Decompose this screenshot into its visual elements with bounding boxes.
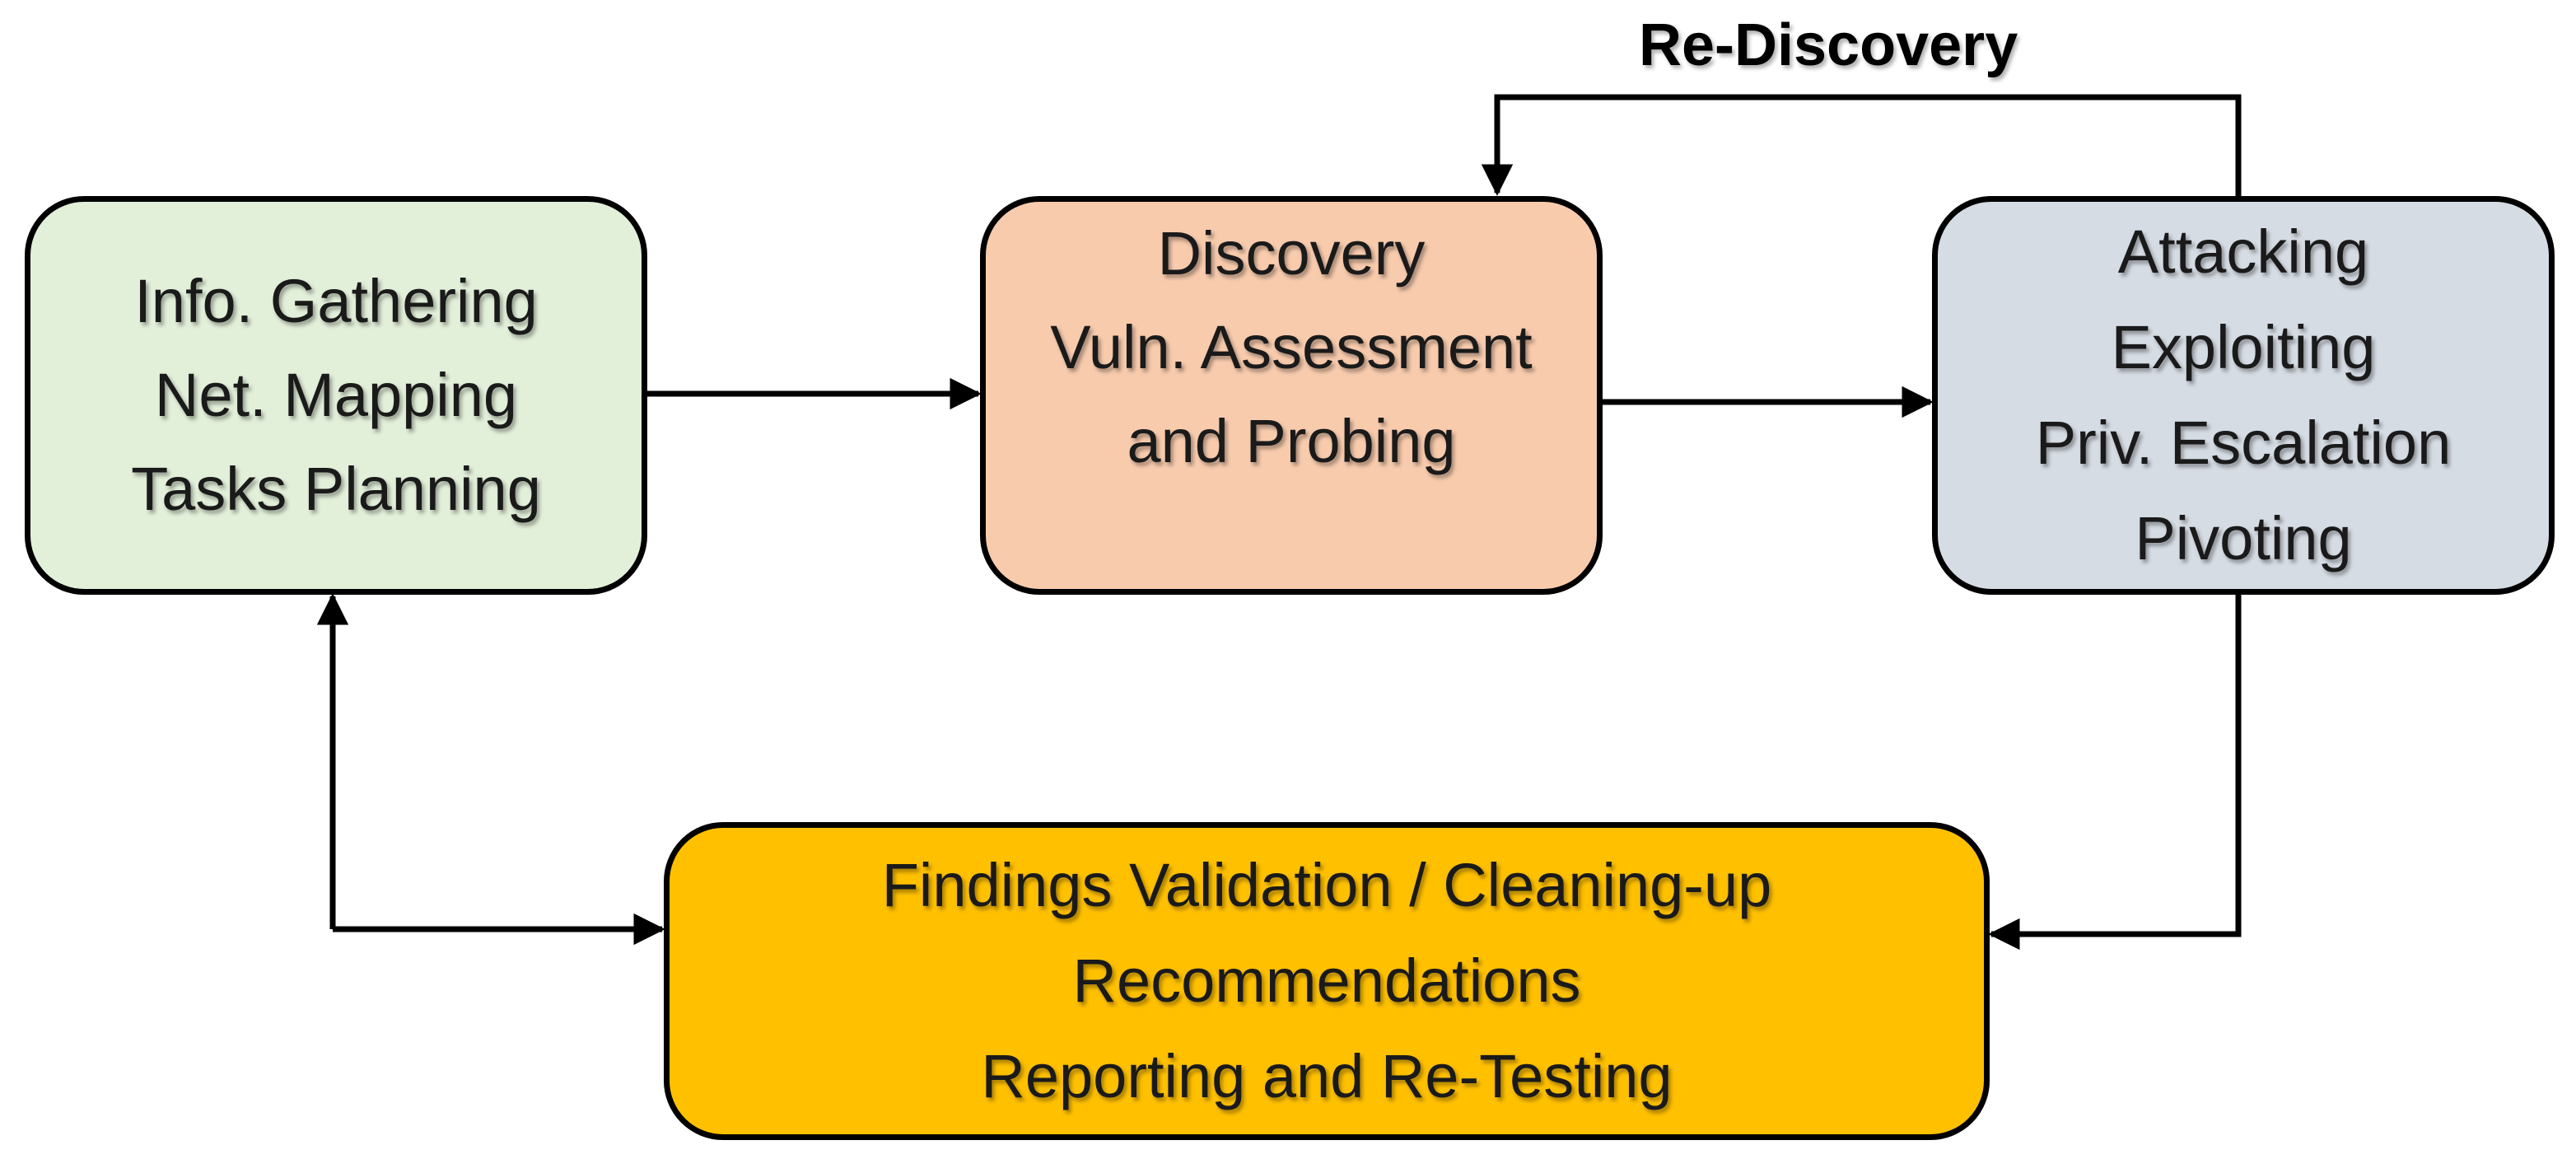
info-gathering-box: Info. Gathering Net. Mapping Tasks Plann… bbox=[25, 196, 647, 595]
discovery-box: Discovery Vuln. Assessment and Probing bbox=[980, 196, 1603, 595]
rediscovery-label: Re-Discovery bbox=[1639, 12, 2018, 78]
box-line: Priv. Escalation bbox=[2035, 409, 2452, 477]
box-line: and Probing bbox=[1127, 407, 1456, 475]
box-line: Findings Validation / Cleaning-up bbox=[881, 851, 1772, 919]
box-line: Attacking bbox=[2117, 217, 2369, 286]
box-line: Pivoting bbox=[2135, 504, 2352, 572]
box-line: Tasks Planning bbox=[131, 455, 541, 523]
attacking-box: Attacking Exploiting Priv. Escalation Pi… bbox=[1932, 196, 2555, 595]
box-line: Discovery bbox=[1157, 219, 1426, 287]
box-line: Info. Gathering bbox=[134, 267, 538, 335]
arrow-attacking-to-findings bbox=[1988, 595, 2242, 951]
findings-box: Findings Validation / Cleaning-up Recomm… bbox=[664, 822, 1990, 1140]
box-line: Recommendations bbox=[1072, 946, 1581, 1015]
box-line: Reporting and Re-Testing bbox=[981, 1042, 1673, 1110]
arrow-rediscovery-loop bbox=[1481, 94, 2242, 196]
box-line: Vuln. Assessment bbox=[1050, 313, 1533, 381]
box-line: Net. Mapping bbox=[154, 361, 518, 429]
box-line: Exploiting bbox=[2111, 313, 2376, 381]
